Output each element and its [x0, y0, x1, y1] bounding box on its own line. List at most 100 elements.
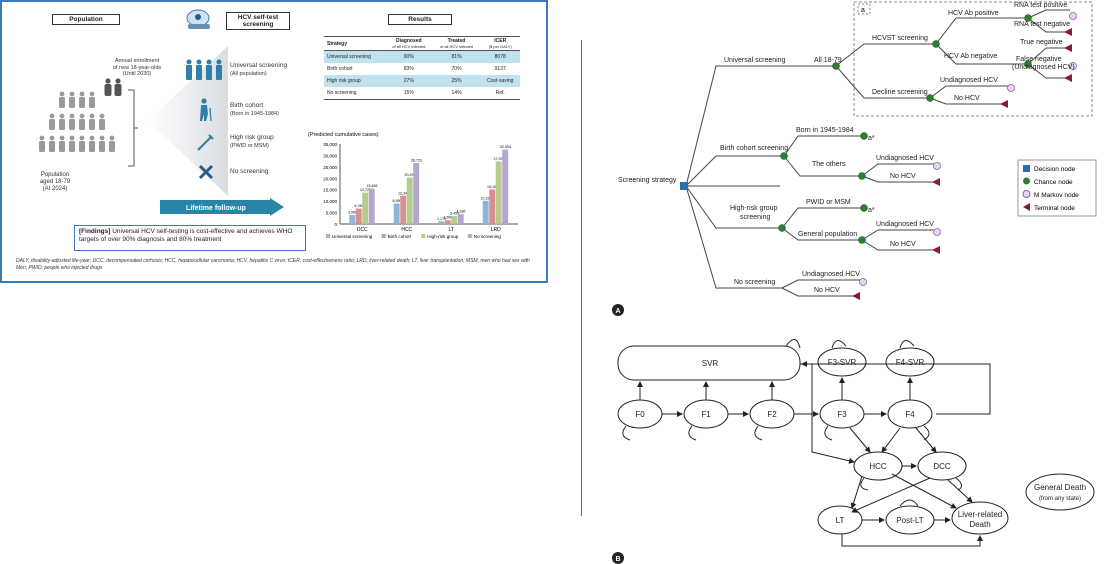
panel-label-a: A	[615, 308, 620, 315]
x-tick-label: LRD	[491, 227, 501, 233]
subtree-label-a: a	[861, 7, 865, 14]
bar	[444, 220, 451, 224]
branch-astar-2: a*	[868, 207, 875, 214]
state-f4-svr: F4-SVR	[896, 358, 925, 367]
branch-highrisk-sub: screening	[740, 214, 770, 221]
strategy-universal: Universal screening(All population)	[230, 62, 288, 77]
branch-undiag-1: Undiagnosed HCV	[940, 77, 998, 84]
data-label: 15,465	[367, 184, 378, 188]
data-label: 10,155	[481, 196, 492, 200]
legend-swatch	[381, 234, 386, 238]
svg-text:Chance node: Chance node	[1034, 179, 1073, 186]
branch-birth: Birth cohort screening	[720, 145, 788, 152]
population-pyramid-icon	[39, 91, 115, 152]
branch-rna-pos: RNA test positive	[1014, 2, 1067, 9]
svg-text:Lifetime follow-up: Lifetime follow-up	[186, 205, 246, 212]
branch-true-neg: True negative	[1020, 39, 1063, 46]
bar	[482, 200, 489, 224]
chart-title: (Predicted cumulative cases)	[308, 132, 379, 138]
selftest-header: HCV self-test screening	[226, 12, 290, 30]
data-label: 1,170	[437, 217, 446, 221]
bar	[349, 214, 356, 224]
branch-ab-pos: HCV Ab positive	[948, 10, 999, 17]
state-lt: LT	[836, 516, 845, 525]
data-label: 13,722	[360, 188, 371, 192]
state-f3-svr: F3-SVR	[828, 358, 857, 367]
y-tick-label: 15,000	[323, 188, 337, 193]
x-tick-label: DCC	[357, 227, 368, 233]
state-f3: F3	[837, 410, 847, 419]
state-f1: F1	[701, 410, 711, 419]
svg-text:Terminal node: Terminal node	[1034, 205, 1075, 212]
bar	[393, 203, 400, 224]
legend-label: Birth cohort	[388, 234, 412, 239]
population-bracket	[128, 89, 138, 167]
data-label: 12,349	[398, 191, 409, 195]
svg-text:M Markov node: M Markov node	[1034, 192, 1079, 199]
x-tick-label: HCC	[401, 227, 412, 233]
syringe-icon	[197, 134, 214, 151]
root-label: Screening strategy	[618, 177, 677, 184]
general-death-sub: (from any state)	[1039, 496, 1081, 502]
cumulative-cases-chart: (Predicted cumulative cases)05,00010,000…	[308, 132, 518, 239]
data-label: 6,760	[355, 204, 364, 208]
branch-nohcv-3: No HCV	[890, 241, 916, 248]
footnote: DALY, disability-adjusted life-year; DCC…	[16, 258, 530, 271]
general-death: General Death	[1034, 483, 1086, 492]
branch-undiag-2: Undiagnosed HCV	[876, 155, 934, 162]
branch-nohcv-2: No HCV	[890, 173, 916, 180]
state-hcc: HCC	[869, 462, 887, 471]
data-label: 27,391	[494, 157, 505, 161]
decision-node	[680, 182, 688, 190]
legend-swatch	[326, 234, 330, 238]
y-tick-label: 10,000	[323, 199, 337, 204]
branch-highrisk: High-risk group	[730, 205, 778, 212]
elderly-person-icon	[200, 98, 212, 122]
branch-rna-neg: RNA test negative	[1014, 21, 1070, 28]
table-header: ICER($ per DALY)	[480, 36, 520, 51]
graphical-abstract: Population HCV self-test screening Resul…	[0, 0, 548, 283]
y-tick-label: 5,000	[326, 211, 338, 216]
results-header: Results	[388, 14, 452, 25]
test-kit-icon	[186, 9, 210, 29]
data-label: 20,299	[405, 173, 416, 177]
x-tick-label: LT	[449, 227, 454, 233]
table-header: Strategy	[324, 36, 385, 51]
bar	[438, 221, 445, 224]
branch-universal: Universal screening	[724, 57, 786, 64]
legend-label: Universal screening	[332, 234, 373, 239]
branch-nohcv-1: No HCV	[954, 95, 980, 102]
y-tick-label: 25,000	[323, 165, 337, 170]
branch-hcvst: HCVST screening	[872, 35, 928, 42]
legend-swatch	[467, 234, 472, 238]
bar	[406, 177, 413, 224]
y-tick-label: 30,000	[323, 153, 337, 158]
strategy-birth-cohort: Birth cohort(Born in 1945-1984)	[230, 102, 279, 117]
data-label: 1,650	[444, 216, 453, 220]
branch-others: The others	[812, 161, 846, 168]
bar	[495, 161, 502, 224]
data-label: 3,455	[450, 212, 459, 216]
strategy-high-risk: High risk group(PWID or MSM)	[230, 134, 274, 149]
data-label: 26,723	[411, 158, 422, 162]
cross-icon	[198, 164, 214, 180]
branch-false-neg: False negative	[1016, 56, 1062, 63]
strategy-no-screening: No screening	[230, 168, 269, 175]
branch-pwid: PWID or MSM	[806, 199, 851, 206]
branch-born: Born in 1945-1984	[796, 127, 854, 134]
state-f4: F4	[905, 410, 915, 419]
state-f2: F2	[767, 410, 777, 419]
data-label: 8,950	[393, 199, 402, 203]
branch-false-neg-sub: (Undiagnosed HCV)	[1012, 64, 1075, 71]
branch-all: All 18-79	[814, 57, 842, 64]
subtree-box-a	[853, 1, 1093, 117]
bar	[362, 192, 369, 224]
branch-astar-1: a*	[868, 135, 875, 142]
